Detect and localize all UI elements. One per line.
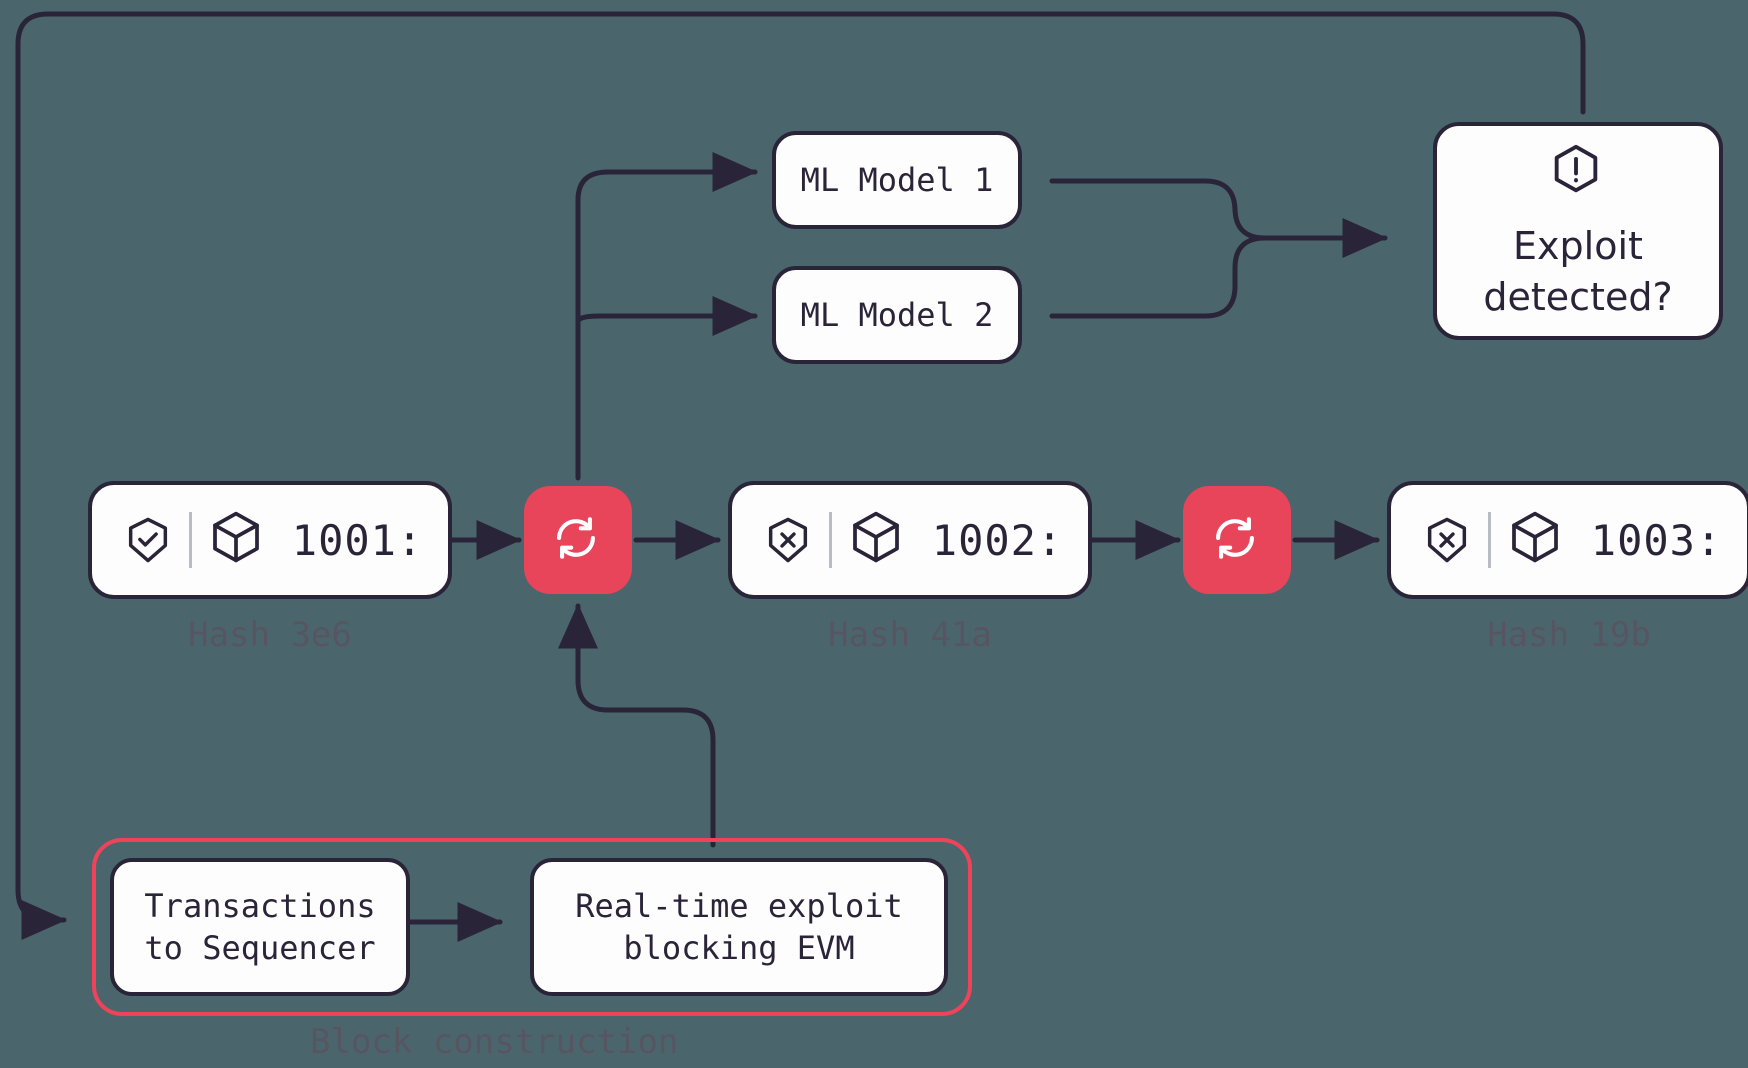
- block-hash-label-1001: Hash 3e6: [188, 615, 352, 655]
- refresh-button-1[interactable]: [524, 486, 632, 594]
- refresh-icon: [547, 509, 609, 571]
- shield-x-icon: [1416, 509, 1478, 571]
- realtime-exploit-blocking-evm-node[interactable]: Real-time exploit blocking EVM: [530, 858, 948, 996]
- block-construction-group: [92, 838, 972, 1016]
- refresh-icon: [1206, 509, 1268, 571]
- block-number: 1002:: [931, 515, 1064, 565]
- block-node-1002[interactable]: 1002:: [728, 481, 1092, 599]
- ml-model-1-node[interactable]: ML Model 1: [772, 131, 1022, 229]
- cube-icon: [208, 509, 270, 571]
- ml-model-2-label: ML Model 2: [800, 296, 994, 334]
- cube-icon: [1507, 509, 1569, 571]
- wire-mlmodel1-to-exploit: [1049, 178, 1388, 258]
- block-node-1003[interactable]: 1003:: [1387, 481, 1748, 599]
- exploit-detected-line2: detected?: [1483, 275, 1673, 319]
- transactions-to-sequencer-label: Transactions to Sequencer: [144, 886, 376, 967]
- block-number: 1003:: [1590, 515, 1723, 565]
- wire-branch-to-mlmodel2: [575, 296, 758, 336]
- refresh-button-2[interactable]: [1183, 486, 1291, 594]
- block-hash-label-1002: Hash 41a: [828, 615, 992, 655]
- exploit-detected-node[interactable]: Exploit detected?: [1433, 122, 1723, 340]
- shield-check-icon: [117, 509, 179, 571]
- block-divider: [188, 512, 192, 568]
- block-divider: [828, 512, 832, 568]
- transactions-to-sequencer-node[interactable]: Transactions to Sequencer: [110, 858, 410, 996]
- block-divider: [1487, 512, 1491, 568]
- ml-model-1-label: ML Model 1: [800, 161, 994, 199]
- realtime-exploit-blocking-evm-label: Real-time exploit blocking EVM: [575, 886, 903, 967]
- cube-icon: [848, 509, 910, 571]
- shield-x-icon: [757, 509, 819, 571]
- block-node-1001[interactable]: 1001:: [88, 481, 452, 599]
- wire-mlmodel2-to-exploit: [1049, 235, 1268, 319]
- ml-model-2-node[interactable]: ML Model 2: [772, 266, 1022, 364]
- block-number: 1001:: [291, 515, 424, 565]
- exploit-detected-line1: Exploit: [1513, 224, 1643, 269]
- block-hash-label-1003: Hash 19b: [1487, 615, 1651, 655]
- wire-evm-to-refresh1: [558, 603, 716, 848]
- alert-hexagon-icon: [1547, 142, 1609, 204]
- block-construction-caption: Block construction: [310, 1022, 679, 1062]
- wire-refresh1-to-mlmodels: [575, 152, 758, 481]
